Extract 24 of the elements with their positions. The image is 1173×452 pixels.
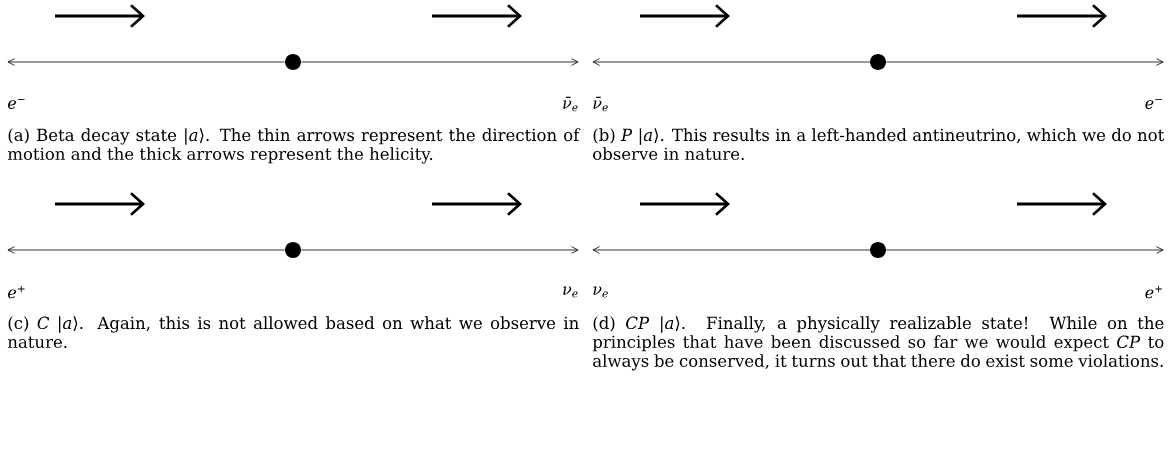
particle-label: e$^{−}$: [7, 99, 25, 109]
particle-label: e$^{−}$: [1145, 99, 1162, 109]
motion-arrow: [300, 58, 579, 66]
motion-arrow: [7, 246, 286, 254]
motion-arrow: [592, 246, 871, 254]
particle-label: ν$_{e}$: [563, 286, 578, 298]
motion-arrow: [885, 58, 1164, 66]
particle-label: ν$_{e}$: [593, 286, 608, 298]
particle-label: ν̄$_{e}$: [593, 96, 608, 112]
motion-arrow: [592, 58, 871, 66]
origin-dot: [870, 242, 886, 258]
particle-label: e$^{+}$: [7, 285, 25, 299]
motion-arrow: [885, 246, 1164, 254]
origin-dot: [870, 54, 886, 70]
caption: (b) P |a⟩. This results in a left-handed antineutrino, which we do not observe in nature.: [593, 128, 1165, 161]
motion-arrow: [7, 58, 286, 66]
origin-dot: [285, 242, 301, 258]
caption: (d) CP |a⟩. Finally, a physically realizable state! While on the principles that have been discussed so far we would expect CP to always be conserved, it turns out that there do exist some violations.: [592, 316, 1164, 371]
particle-label: e$^{+}$: [1145, 285, 1162, 299]
origin-dot: [285, 54, 301, 70]
motion-arrow: [300, 246, 579, 254]
particle-label: ν̄$_{e}$: [563, 96, 578, 112]
caption: (a) Beta decay state |a⟩. The thin arrows represent the direction of motion and the thick arrows represent the helicity.: [7, 128, 581, 164]
caption: (c) C |a⟩. Again, this is not allowed based on what we observe in nature.: [7, 316, 579, 349]
